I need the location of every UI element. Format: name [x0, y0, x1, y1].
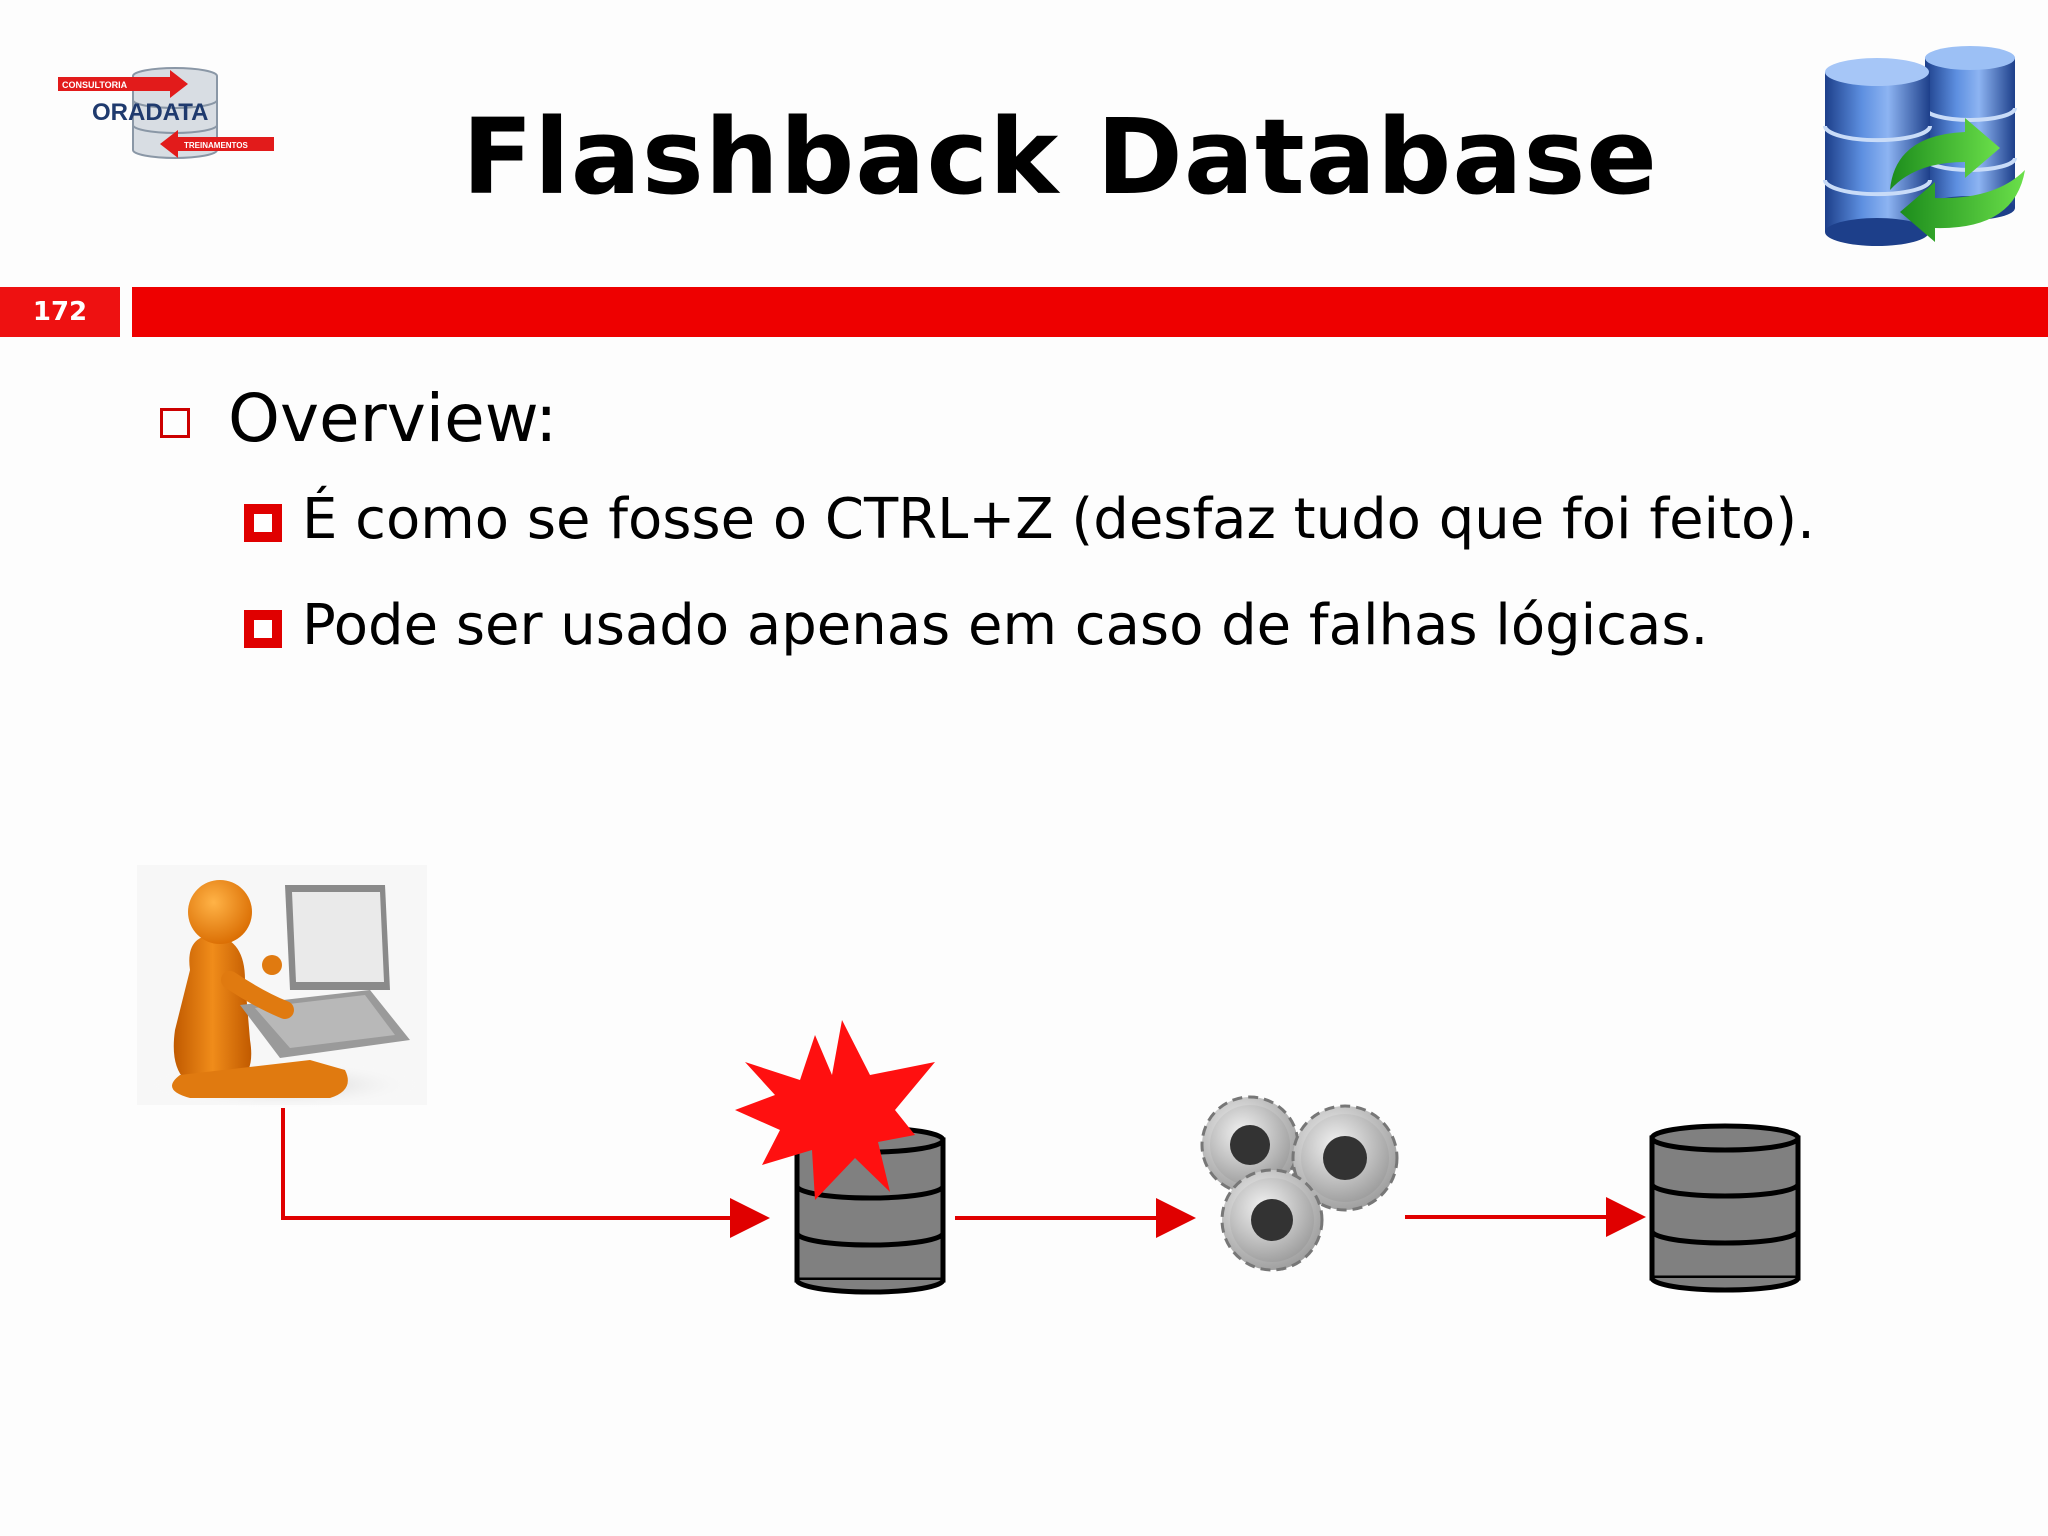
database-icon [1649, 1123, 1801, 1293]
filled-square-bullet-icon [244, 503, 282, 542]
flashback-diagram [137, 865, 1801, 1295]
sub-bullet-2: Pode ser usado apenas em caso de falhas … [244, 593, 1708, 658]
bullet-overview: Overview: [160, 380, 557, 457]
logo-bottom-label: TREINAMENTOS [184, 141, 249, 150]
logo-graphic: CONSULTORIA ORADATA TREINAMENTOS [58, 67, 274, 159]
gears-icon [1200, 1095, 1399, 1272]
oradata-logo: CONSULTORIA ORADATA TREINAMENTOS [50, 60, 280, 170]
sub-bullet-1-text: É como se fosse o CTRL+Z (desfaz tudo qu… [302, 487, 1815, 552]
logo-name: ORADATA [92, 99, 208, 126]
slide-number: 172 [0, 287, 120, 337]
sub-bullet-1: É como se fosse o CTRL+Z (desfaz tudo qu… [244, 487, 1815, 552]
arrow-user-to-db [281, 1108, 770, 1238]
filled-square-bullet-icon [244, 609, 282, 648]
database-explosion-icon [735, 1020, 946, 1295]
database-sync-icon [1815, 40, 2035, 250]
sub-bullet-2-text: Pode ser usado apenas em caso de falhas … [302, 593, 1709, 658]
logo-top-label: CONSULTORIA [62, 80, 128, 90]
person-laptop-icon [137, 865, 427, 1110]
hollow-square-bullet-icon [160, 407, 190, 438]
slide-title: Flashback Database [462, 96, 1658, 218]
bullet-overview-text: Overview: [228, 380, 558, 457]
header-divider-bar [132, 287, 2048, 337]
